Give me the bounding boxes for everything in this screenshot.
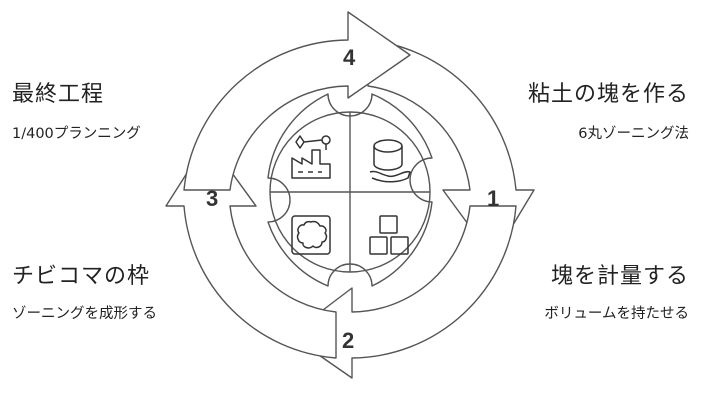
step4-subtitle: 6丸ゾーニング法 [578, 126, 689, 142]
step3-subtitle: 1/400プランニング [12, 126, 141, 142]
factory-icon [291, 135, 331, 179]
step1-subtitle: ボリュームを持たせる [544, 306, 689, 322]
hand-cylinder-icon [369, 139, 411, 183]
blob-frame-icon [291, 215, 331, 255]
step1-title: 塊を計量する [550, 264, 689, 289]
step-number-2: 2 [342, 328, 354, 353]
step-number-3: 3 [206, 186, 218, 211]
step-number-1: 1 [487, 186, 499, 211]
arrow-step-1 [367, 39, 535, 259]
step2-subtitle: ゾーニングを成形する [12, 306, 157, 322]
step4-title: 粘土の塊を作る [527, 82, 689, 107]
arrow-step-2 [289, 205, 517, 379]
step2-title: チビコマの枠 [12, 264, 151, 289]
arrow-step-4 [183, 11, 411, 191]
step-number-4: 4 [343, 45, 356, 70]
arrow-step-3 [165, 139, 337, 359]
step3-title: 最終工程 [12, 82, 105, 107]
blocks-icon [369, 215, 409, 255]
